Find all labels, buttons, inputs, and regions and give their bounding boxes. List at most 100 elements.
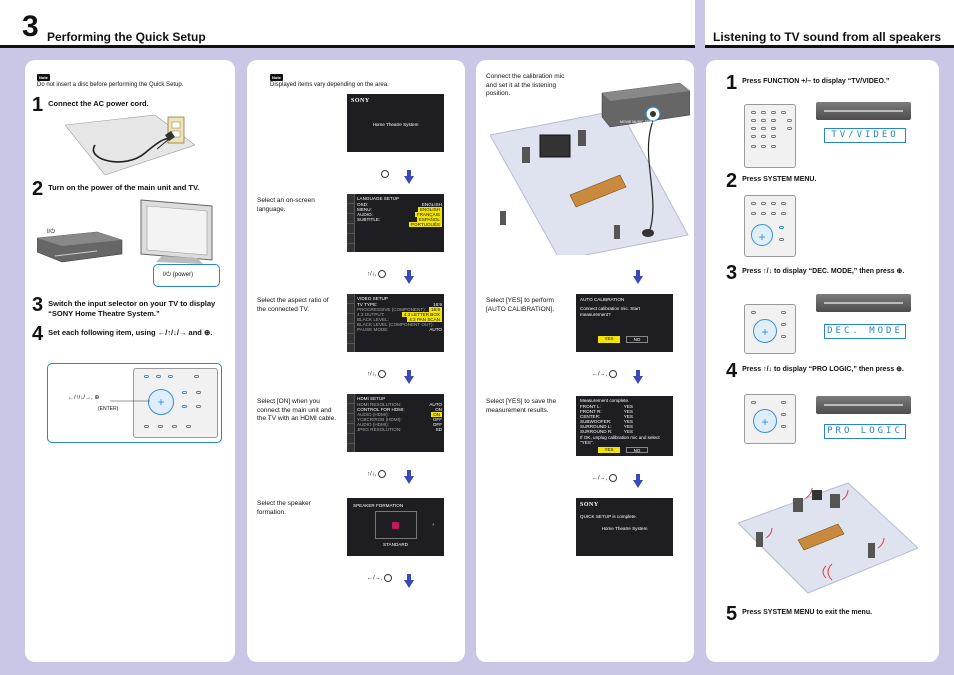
remote-button[interactable] bbox=[196, 405, 201, 408]
section-number: 3 bbox=[22, 10, 39, 43]
down-arrow-icon bbox=[404, 574, 414, 588]
power-caption-box bbox=[153, 264, 220, 287]
control-hint: ←/→, bbox=[592, 370, 618, 378]
step-text: Press ↑/↓ to display “DEC. MODE,” then p… bbox=[742, 268, 905, 275]
note-badge: Note bbox=[37, 74, 50, 81]
screen-text: Connect calibration mic. Start measureme… bbox=[580, 306, 640, 317]
screen-measurement-complete: Measurement complete. FRONT L:YES FRONT … bbox=[576, 396, 673, 456]
control-hint: ←/→, bbox=[367, 574, 393, 582]
enter-icon bbox=[609, 370, 618, 378]
remote-button[interactable] bbox=[156, 375, 161, 378]
screen-footer: If OK, unplug calibration mic and select… bbox=[580, 435, 660, 445]
caption-save-results: Select [YES] to save the measurement res… bbox=[486, 398, 557, 414]
page-title-right: Listening to TV sound from all speakers bbox=[713, 30, 942, 44]
control-hint: ↑/↓, bbox=[367, 470, 387, 478]
step-4: 4 Set each following item, using ←/↑/↓/→… bbox=[32, 323, 223, 345]
step-text: Press FUNCTION +/– to display “TV/VIDEO.… bbox=[742, 78, 890, 85]
panel-tv-sound: 1 Press FUNCTION +/– to display “TV/VIDE… bbox=[706, 60, 939, 662]
tv-step-1: 1 Press FUNCTION +/– to display “TV/VIDE… bbox=[726, 73, 932, 93]
caption-speaker: Select the speaker formation. bbox=[257, 500, 311, 516]
step-number: 4 bbox=[32, 323, 44, 345]
receiver-unit bbox=[816, 396, 911, 414]
power-caption: I/⏻ (power) bbox=[163, 272, 194, 278]
enter-label: (ENTER) bbox=[98, 406, 119, 412]
screen-quick-setup-complete: SONY QUICK SETUP is complete. Home Theat… bbox=[576, 498, 673, 556]
menu-title: LANGUAGE SETUP bbox=[357, 196, 400, 201]
remote-button[interactable] bbox=[186, 425, 191, 428]
remote-button[interactable] bbox=[182, 391, 187, 394]
control-hint: ↑/↓, bbox=[367, 370, 387, 378]
tv-step-3: 3 Press ↑/↓ to display “DEC. MODE,” then… bbox=[726, 262, 927, 284]
step-text: Press ↑/↓ to display “PRO LOGIC,” then p… bbox=[742, 366, 904, 373]
yes-button[interactable]: YES bbox=[598, 447, 620, 453]
enter-icon bbox=[384, 574, 393, 582]
tv-and-receiver-illustration bbox=[37, 199, 213, 264]
enter-icon bbox=[381, 170, 389, 178]
caption-hdmi: Select [ON] when you connect the main un… bbox=[257, 398, 336, 422]
tv-step-2: 2 Press SYSTEM MENU. bbox=[726, 170, 817, 192]
receiver-unit bbox=[816, 294, 911, 312]
step-number: 1 bbox=[32, 94, 44, 116]
note-text: Do not insert a disc before performing t… bbox=[37, 82, 184, 88]
power-button-label: I/⏻ bbox=[47, 229, 56, 235]
step-text: Press SYSTEM MENU. bbox=[742, 176, 817, 183]
arrows-enter-label: ←/↑/↓/→, ⊕ bbox=[68, 395, 100, 401]
speaker-layout-diagram bbox=[375, 511, 417, 539]
remote-button[interactable] bbox=[172, 425, 177, 428]
note-text: Displayed items vary depending on the ar… bbox=[270, 82, 389, 88]
header-rule bbox=[0, 45, 695, 48]
control-hint: ←/→, bbox=[592, 474, 618, 482]
remote-button[interactable] bbox=[194, 375, 199, 378]
screen-language-setup: LANGUAGE SETUP OSD:ENGLISH MENU:ENGLISH … bbox=[347, 194, 444, 252]
remote-control-2 bbox=[744, 195, 796, 257]
step-text: Turn on the power of the main unit and T… bbox=[48, 183, 200, 192]
screen-text: Home Theatre System bbox=[372, 122, 419, 127]
no-button[interactable]: NO bbox=[626, 447, 648, 453]
step-text: Set each following item, using ←/↑/↓/→ a… bbox=[48, 328, 213, 337]
step-number: 2 bbox=[726, 170, 738, 192]
caption-calibration-mic: Connect the calibration mic and set it a… bbox=[486, 73, 565, 97]
down-arrow-icon bbox=[404, 470, 414, 484]
enter-icon bbox=[609, 474, 618, 482]
system-menu-button[interactable] bbox=[779, 226, 784, 229]
mic-jack-label: MOVIE MUSIC SETUP MIC bbox=[620, 120, 664, 124]
screen-video-setup: VIDEO SETUP TV TYPE:16:9 PROGRESSIVE (CO… bbox=[347, 294, 444, 352]
step-text: Press SYSTEM MENU to exit the menu. bbox=[742, 609, 873, 616]
screen-sony-home-theatre: SONY Home Theatre System bbox=[347, 94, 444, 152]
remote-dpad[interactable] bbox=[751, 224, 773, 246]
remote-dpad[interactable] bbox=[753, 319, 777, 343]
remote-button[interactable] bbox=[182, 405, 187, 408]
remote-dpad[interactable] bbox=[753, 409, 777, 433]
display-dec-mode: DEC. MODE bbox=[824, 324, 906, 339]
remote-button[interactable] bbox=[196, 391, 201, 394]
screen-speaker-formation: SPEAKER FORMATION › STANDARD bbox=[347, 498, 444, 556]
enter-icon bbox=[378, 470, 387, 478]
down-arrow-icon bbox=[404, 270, 414, 284]
remote-control-3 bbox=[744, 304, 796, 354]
display-pro-logic: PRO LOGIC bbox=[824, 424, 906, 439]
next-arrow-icon: › bbox=[432, 522, 434, 528]
remote-button[interactable] bbox=[168, 375, 173, 378]
down-arrow-icon bbox=[633, 474, 643, 488]
ac-power-cord-illustration bbox=[65, 115, 195, 175]
speaker-room-illustration bbox=[738, 482, 918, 594]
page-title-left: Performing the Quick Setup bbox=[47, 30, 206, 44]
step-number: 4 bbox=[726, 360, 738, 382]
remote-button[interactable] bbox=[144, 375, 149, 378]
screen-hdmi-setup: HDMI SETUP HDMI RESOLUTION:AUTO CONTROL … bbox=[347, 394, 444, 452]
step-number: 3 bbox=[32, 294, 44, 316]
tv-step-5: 5 Press SYSTEM MENU to exit the menu. bbox=[726, 604, 873, 624]
remote-dpad[interactable] bbox=[148, 389, 174, 415]
remote-detail-callout: ←/↑/↓/→, ⊕ (ENTER) bbox=[47, 363, 222, 443]
header-left: 3 Performing the Quick Setup bbox=[0, 0, 695, 48]
yes-button[interactable]: YES bbox=[598, 336, 620, 343]
remote-button[interactable] bbox=[144, 425, 149, 428]
step-number: 3 bbox=[726, 262, 738, 284]
step-1: 1 Connect the AC power cord. bbox=[32, 94, 149, 116]
speaker-formation-label: STANDARD bbox=[383, 542, 408, 547]
panel-quick-setup-steps: Note Do not insert a disc before perform… bbox=[25, 60, 235, 662]
remote-button[interactable] bbox=[158, 425, 163, 428]
display-tv-video: TV/VIDEO bbox=[824, 128, 906, 143]
no-button[interactable]: NO bbox=[626, 336, 648, 343]
menu-strip bbox=[347, 194, 355, 252]
